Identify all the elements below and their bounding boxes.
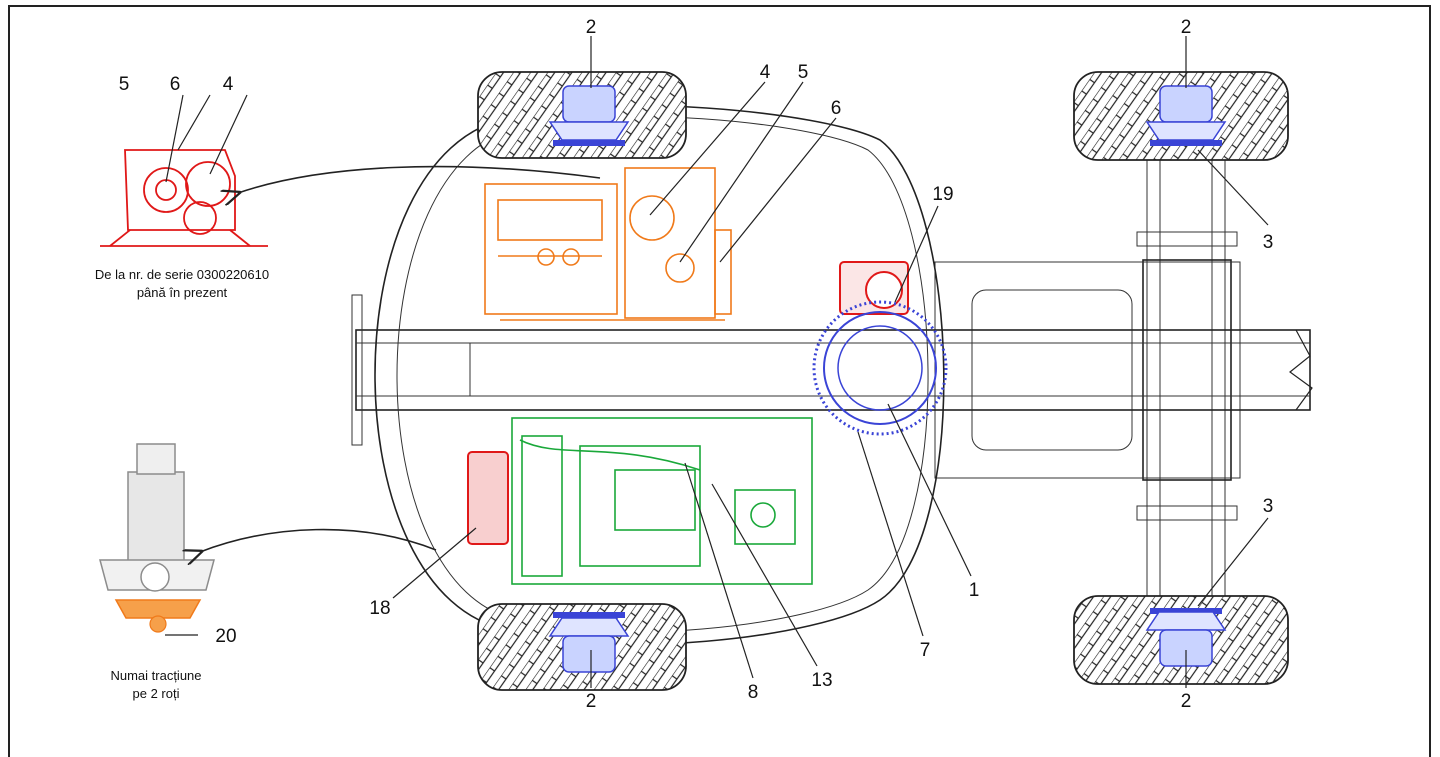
hub-front-bottom [548, 612, 630, 673]
callout-2-front-top: 2 [586, 17, 597, 38]
arrow-to-pump-inset [238, 165, 601, 193]
callout-13: 13 [811, 670, 832, 691]
engine-module-green [511, 417, 813, 585]
callout-2-rear-top: 2 [1181, 17, 1192, 38]
callout-3-top: 3 [1263, 232, 1274, 253]
callout-7: 7 [920, 640, 931, 661]
turntable-bearing [812, 300, 948, 436]
chassis-body [351, 104, 945, 646]
callout-4-main: 4 [760, 62, 771, 83]
callout-6-inset: 6 [170, 74, 181, 95]
outer-frame [8, 5, 1431, 757]
callout-20: 20 [215, 626, 236, 647]
rear-axle-assembly [1136, 149, 1238, 601]
inset-pump-detail [100, 149, 268, 247]
caption-serial-line1: De la nr. de serie 0300220610 [95, 267, 269, 282]
caption-2wd-line1: Numai tracțiune [110, 668, 201, 683]
callout-6-main: 6 [831, 98, 842, 119]
inset-2wd-detail [99, 443, 215, 633]
callout-19: 19 [932, 184, 953, 205]
callout-18: 18 [369, 598, 390, 619]
hub-front-top [548, 85, 630, 146]
caption-2wd-line2: pe 2 roți [133, 686, 180, 701]
hub-rear-top [1145, 85, 1227, 146]
callout-4-inset: 4 [223, 74, 234, 95]
caption-serial-line2: până în prezent [137, 285, 228, 300]
callout-3-bottom: 3 [1263, 496, 1274, 517]
hub-rear-bottom [1145, 608, 1227, 667]
callout-5-main: 5 [798, 62, 809, 83]
callout-2-front-bottom: 2 [586, 691, 597, 712]
boom-arm [355, 261, 1313, 479]
swing-drive-red [839, 261, 909, 315]
arrow-to-2wd-inset [200, 528, 437, 552]
hydraulic-module-orange [484, 167, 732, 321]
callout-8: 8 [748, 682, 759, 703]
callout-2-rear-bottom: 2 [1181, 691, 1192, 712]
callout-5-inset: 5 [119, 74, 130, 95]
leader-lines [165, 36, 1269, 688]
callout-1: 1 [969, 580, 980, 601]
battery-red [467, 451, 509, 545]
